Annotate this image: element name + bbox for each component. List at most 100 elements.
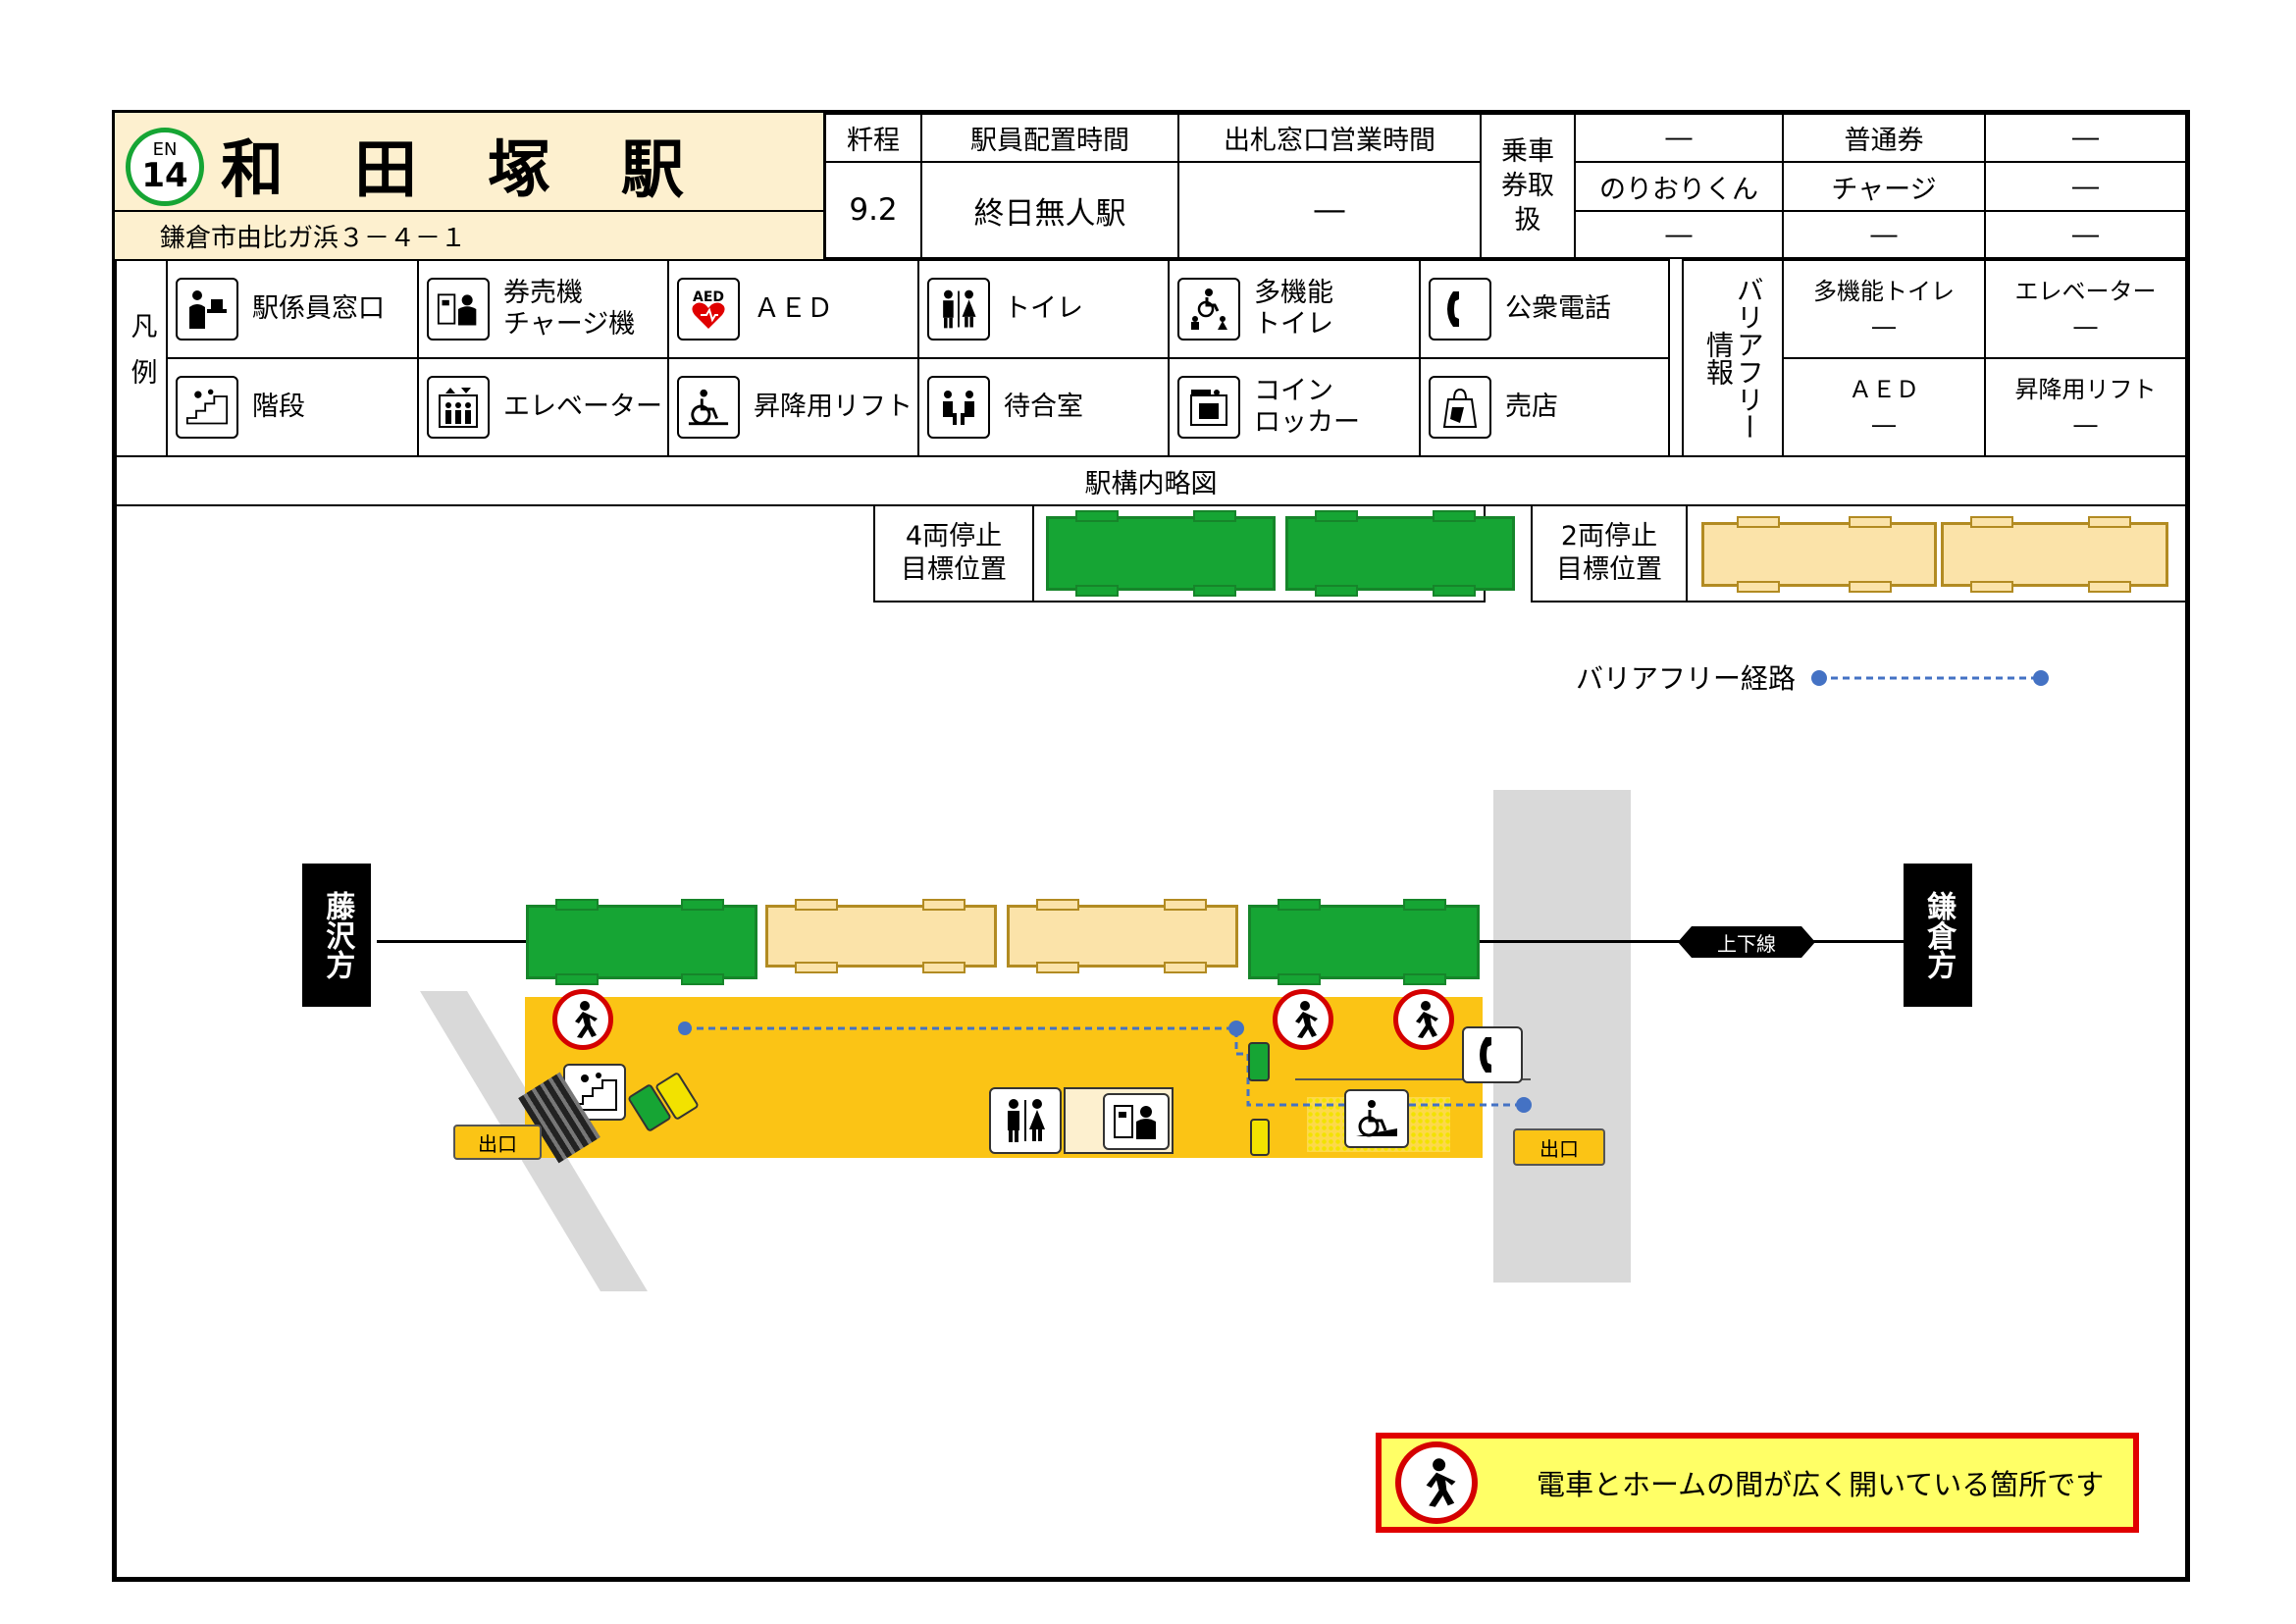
gap-warning-text: 電車とホームの間が広く開いている箇所です: [1537, 1468, 2105, 1501]
staff-hours-value: 終日無人駅: [920, 161, 1179, 259]
train-door: [1193, 585, 1236, 597]
stop-2car-box: [1686, 504, 2187, 602]
distance-value: 9.2: [824, 161, 922, 259]
train-car: [1007, 905, 1238, 968]
gap-warning-icon: [1395, 1441, 1478, 1524]
train-door: [681, 973, 724, 985]
legend-item: 昇降用リフト: [667, 357, 919, 457]
train-door: [1433, 510, 1476, 522]
gap-warning-notice: 電車とホームの間が広く開いている箇所です: [1376, 1433, 2139, 1533]
legend-label: 公衆電話: [1505, 292, 1611, 324]
train-door: [795, 962, 838, 973]
train-car: [1285, 516, 1515, 591]
aed-icon: AED: [677, 278, 740, 341]
barrier-free-item: エレベーター―: [1984, 259, 2187, 359]
gap-warning-icon: [552, 989, 613, 1050]
coin-locker-icon: [1177, 376, 1240, 439]
train-door: [1036, 962, 1079, 973]
staff-window-icon: [176, 278, 238, 341]
train-car: [1248, 905, 1480, 979]
gap-warning-icon: [1393, 989, 1454, 1050]
barrier-free-title: バリアフリー情報: [1682, 259, 1784, 457]
toilet-icon: [927, 278, 990, 341]
train-car: [765, 905, 997, 968]
svg-text:AED: AED: [693, 289, 724, 305]
train-door: [555, 973, 599, 985]
train-car: [526, 905, 757, 979]
legend-item: トイレ: [917, 259, 1170, 359]
station-title-box: [115, 113, 825, 212]
gap-warning-icon: [1273, 989, 1333, 1050]
train-door: [1970, 581, 2013, 593]
elevator-icon: [427, 376, 490, 439]
ticket-machine-icon: [1103, 1093, 1170, 1150]
shop-icon: [1429, 376, 1491, 439]
legend-item: 駅係員窓口: [166, 259, 419, 359]
distance-label: 粁程: [824, 113, 922, 163]
train-car: [1046, 516, 1276, 591]
train-door: [1849, 581, 1892, 593]
ticket-handling-label: 乗車券取扱: [1480, 113, 1576, 259]
ticket-grid-cell: ―: [1782, 210, 1986, 259]
legend-item: コイン ロッカー: [1168, 357, 1421, 457]
toilet-icon: [989, 1087, 1062, 1154]
train-door: [1737, 516, 1780, 528]
wheelchair-lift-icon: [677, 376, 740, 439]
ticket-grid-cell: ―: [1984, 210, 2187, 259]
train-door: [2088, 581, 2131, 593]
legend-item: 券売機 チャージ機: [417, 259, 669, 359]
wheelchair-lift-icon: [1344, 1089, 1409, 1148]
legend-title: 凡例: [115, 259, 168, 457]
train-door: [1970, 516, 2013, 528]
line-label-badge: 上下線: [1678, 926, 1815, 958]
legend-item: AED ＡＥＤ: [667, 259, 919, 359]
legend-label: 駅係員窓口: [252, 292, 385, 324]
ticket-grid-cell: のりおりくん: [1574, 161, 1784, 212]
barrier-route-label: バリアフリー経路: [1576, 662, 1797, 695]
train-door: [1403, 899, 1446, 911]
legend-label: 売店: [1505, 391, 1558, 422]
barrier-free-value: ―: [2073, 411, 2098, 439]
legend-label: 待合室: [1004, 391, 1083, 422]
gate-marker-green: [1248, 1042, 1270, 1081]
barrier-free-label: 昇降用リフト: [2014, 376, 2157, 403]
phone-icon: [1462, 1026, 1523, 1083]
train-door: [922, 962, 965, 973]
gate-marker-yellow: [1250, 1119, 1270, 1156]
ticket-grid-cell: ―: [1984, 113, 2187, 163]
legend-label: 階段: [252, 391, 305, 422]
legend-label: トイレ: [1004, 292, 1083, 324]
direction-kamakura: 鎌倉方: [1904, 864, 1972, 1007]
barrier-free-label: ＡＥＤ: [1849, 376, 1919, 403]
train-door: [1278, 899, 1321, 911]
barrier-free-value: ―: [1872, 313, 1896, 341]
train-door: [1075, 585, 1119, 597]
ticket-grid-cell: ―: [1574, 113, 1784, 163]
ticket-grid-cell: チャージ: [1782, 161, 1986, 212]
barrier-free-item: ＡＥＤ―: [1782, 357, 1986, 457]
legend-label: コイン ロッカー: [1254, 375, 1360, 438]
train-door: [1315, 585, 1358, 597]
train-door: [1403, 973, 1446, 985]
ticket-grid-cell: 普通券: [1782, 113, 1986, 163]
legend-item: 売店: [1419, 357, 1670, 457]
train-door: [1278, 973, 1321, 985]
train-door: [795, 899, 838, 911]
stop-2car-label: 2両停止 目標位置: [1531, 504, 1688, 602]
multipurpose-toilet-icon: [1177, 278, 1240, 341]
legend-label: ＡＥＤ: [754, 292, 833, 324]
barrier-free-label: 多機能トイレ: [1813, 278, 1955, 305]
train-door: [1433, 585, 1476, 597]
legend-label: 昇降用リフト: [754, 391, 913, 422]
legend-label: エレベーター: [503, 391, 662, 422]
train-door: [922, 899, 965, 911]
train-door: [681, 899, 724, 911]
staff-hours-label: 駅員配置時間: [920, 113, 1179, 163]
train-door: [1315, 510, 1358, 522]
barrier-free-value: ―: [2073, 313, 2098, 341]
stairs-icon: [176, 376, 238, 439]
train-door: [1036, 899, 1079, 911]
train-door: [555, 899, 599, 911]
direction-fujisawa: 藤沢方: [302, 864, 371, 1007]
legend-label: 多機能 トイレ: [1254, 277, 1333, 340]
